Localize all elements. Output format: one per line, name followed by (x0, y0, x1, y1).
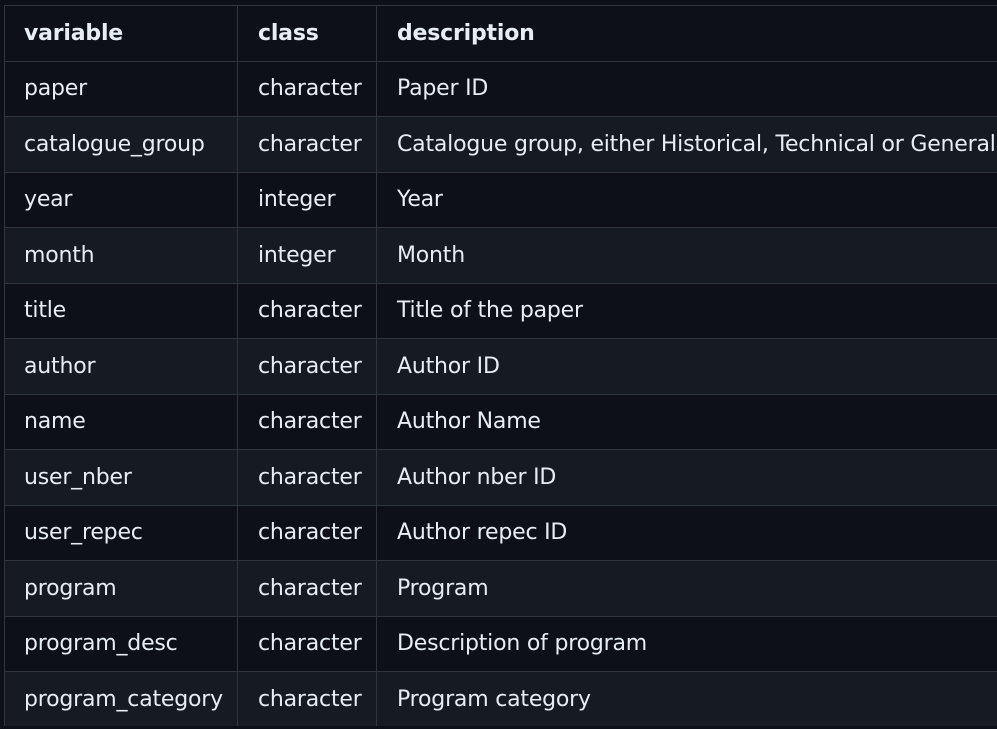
cell-class: character (237, 449, 377, 506)
cell-variable: program (4, 560, 238, 617)
header-description: description (376, 5, 997, 62)
cell-variable: user_repec (4, 504, 238, 561)
cell-variable: user_nber (4, 449, 238, 506)
cell-class: character (237, 615, 377, 672)
cell-description: Month (376, 227, 997, 284)
cell-description: Program (376, 560, 997, 617)
cell-class: character (237, 60, 377, 117)
cell-variable: name (4, 393, 238, 450)
cell-description: Author repec ID (376, 504, 997, 561)
cell-variable: catalogue_group (4, 116, 238, 173)
cell-variable: year (4, 171, 238, 228)
cell-variable: title (4, 282, 238, 339)
cell-class: character (237, 282, 377, 339)
header-class: class (237, 5, 377, 62)
cell-class: character (237, 671, 377, 726)
cell-description: Program category (376, 671, 997, 726)
cell-class: character (237, 116, 377, 173)
header-variable: variable (4, 5, 238, 62)
cell-class: character (237, 504, 377, 561)
cell-class: integer (237, 171, 377, 228)
cell-description: Year (376, 171, 997, 228)
cell-variable: program_desc (4, 615, 238, 672)
cell-class: character (237, 393, 377, 450)
cell-description: Author ID (376, 338, 997, 395)
header-row: variable class description (4, 5, 997, 62)
cell-class: integer (237, 227, 377, 284)
cell-description: Description of program (376, 615, 997, 672)
cell-class: character (237, 338, 377, 395)
cell-description: Catalogue group, either Historical, Tech… (376, 116, 997, 173)
cell-description: Paper ID (376, 60, 997, 117)
cell-variable: author (4, 338, 238, 395)
table-header: variable class description (4, 5, 997, 62)
cell-description: Author Name (376, 393, 997, 450)
cell-variable: paper (4, 60, 238, 117)
cell-description: Author nber ID (376, 449, 997, 506)
cell-variable: program_category (4, 671, 238, 726)
cell-class: character (237, 560, 377, 617)
cell-description: Title of the paper (376, 282, 997, 339)
cell-variable: month (4, 227, 238, 284)
